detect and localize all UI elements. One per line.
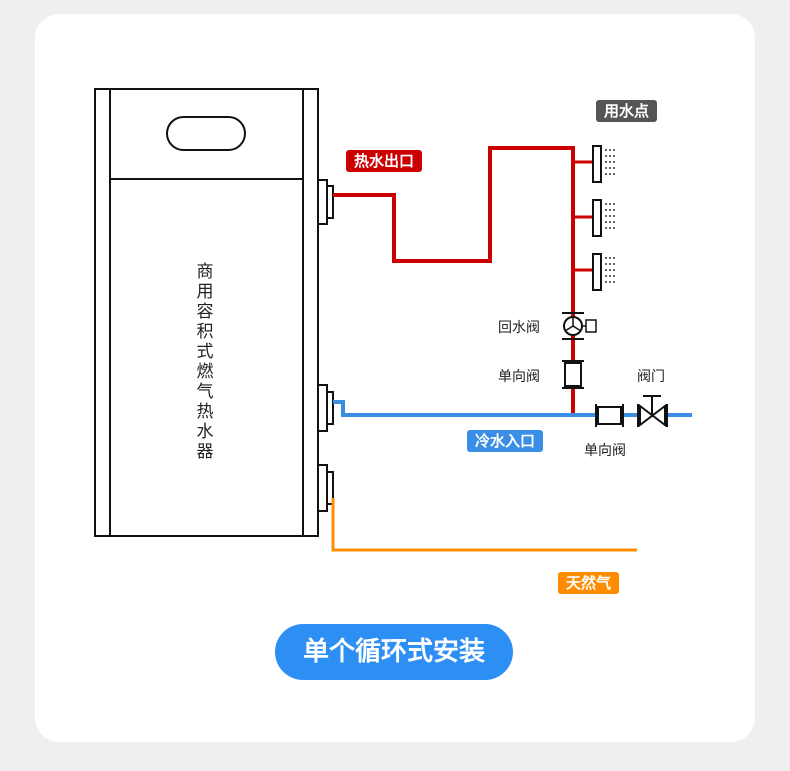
cold-inlet-tag: 冷水入口 (467, 430, 544, 452)
heater-outline (94, 88, 319, 537)
hot-port-flange (326, 185, 334, 219)
check-valve-vertical-label: 单向阀 (498, 369, 540, 385)
gate-valve-icon (637, 395, 668, 428)
hot-water-pipe (333, 146, 575, 415)
faucet-icon (592, 145, 617, 183)
check-valve-icon (562, 360, 584, 389)
return-valve-label: 回水阀 (498, 320, 540, 336)
cold-water-pipe (333, 400, 692, 417)
installation-caption: 单个循环式安装 (275, 624, 513, 680)
check-valve-horizontal-label: 单向阀 (584, 443, 626, 459)
use-point-tag: 用水点 (596, 100, 658, 122)
hot-outlet-tag: 热水出口 (346, 150, 423, 172)
heater-display-window (166, 116, 246, 151)
hot-port (317, 179, 328, 225)
gas-port (317, 464, 328, 512)
valve-label: 阀门 (637, 369, 665, 385)
gas-pipe (331, 498, 637, 552)
check-valve-icon (595, 404, 624, 427)
gas-port-flange (326, 471, 334, 505)
faucet-icon (592, 199, 617, 237)
diagram-card (35, 14, 755, 742)
heater-ports (317, 179, 334, 512)
hot-branches (573, 160, 593, 272)
gas-tag: 天然气 (558, 572, 620, 594)
faucet-icon (592, 253, 617, 291)
return-pump-icon (562, 312, 597, 340)
cold-port (317, 384, 328, 432)
heater-label: 商用容积式燃气热水器 (196, 262, 214, 462)
cold-port-flange (326, 391, 334, 425)
water-heater (94, 88, 319, 537)
